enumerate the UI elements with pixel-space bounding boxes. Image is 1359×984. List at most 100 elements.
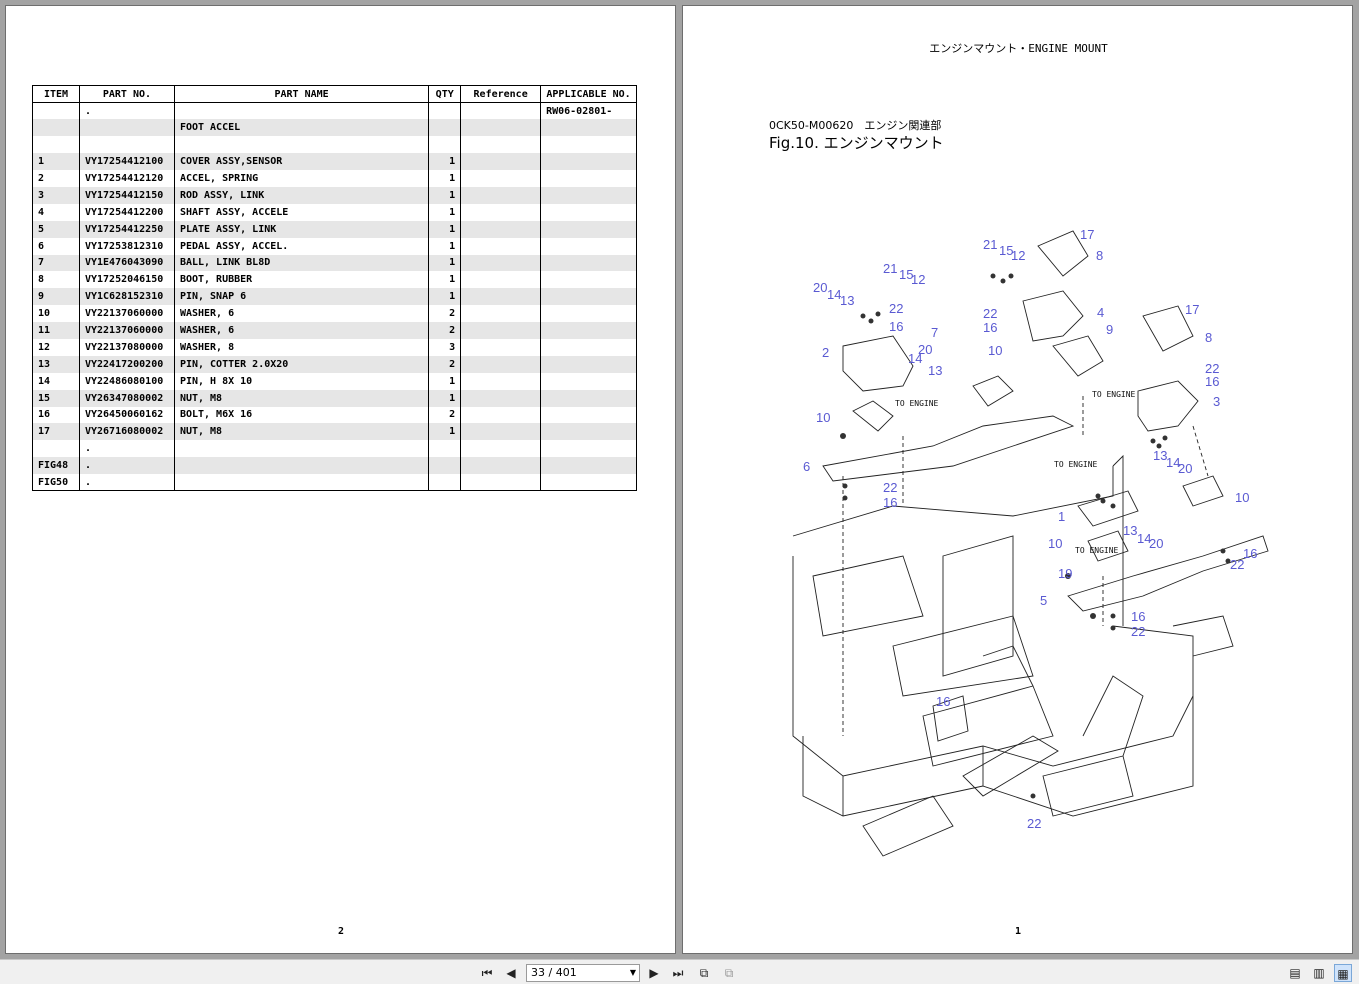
callout-label: 9: [1106, 322, 1113, 337]
table-cell: 9: [32, 288, 80, 306]
table-cell: [540, 254, 637, 272]
last-page-icon[interactable]: ⏭: [672, 966, 684, 980]
callout-label: 14: [908, 351, 922, 366]
callout-label: 22: [883, 480, 897, 495]
table-cell: [32, 119, 80, 137]
next-page-icon[interactable]: ▶: [649, 966, 659, 980]
table-cell: 13: [32, 355, 80, 373]
table-cell: 4: [32, 203, 80, 221]
callout-label: 20: [1149, 536, 1163, 551]
figure-code: 0CK50-M00620 エンジン関連部: [769, 119, 942, 132]
callout-label: 22: [983, 306, 997, 321]
table-row: FOOT ACCEL: [32, 119, 637, 137]
table-cell: VY17254412200: [78, 203, 175, 221]
table-cell: WASHER, 6: [173, 305, 430, 323]
table-cell: [460, 355, 542, 373]
table-cell: 1: [32, 153, 80, 171]
table-cell: [540, 305, 637, 323]
callout-label: 22: [889, 301, 903, 316]
table-cell: [540, 406, 637, 424]
table-cell: 1: [428, 271, 462, 289]
table-cell: [460, 220, 542, 238]
table-cell: BOOT, RUBBER: [173, 271, 430, 289]
table-cell: 2: [428, 406, 462, 424]
table-cell: [460, 338, 542, 356]
callout-label: TO ENGINE: [1092, 390, 1136, 399]
callout-label: 13: [840, 293, 854, 308]
callout-label: 12: [911, 272, 925, 287]
table-cell: [460, 406, 542, 424]
table-cell: VY26716080002: [78, 423, 175, 441]
callout-label: TO ENGINE: [1075, 546, 1119, 555]
callout-label: 16: [936, 694, 950, 709]
table-cell: 2: [32, 170, 80, 187]
table-cell: [540, 288, 637, 306]
callout-label: 13: [1123, 523, 1137, 538]
column-header: ITEM: [32, 85, 80, 103]
callout-label: 10: [816, 410, 830, 425]
table-cell: WASHER, 6: [173, 322, 430, 339]
table-cell: [460, 153, 542, 171]
table-cell: PEDAL ASSY, ACCEL.: [173, 237, 430, 255]
table-cell: ROD ASSY, LINK: [173, 186, 430, 204]
table-cell: ACCEL, SPRING: [173, 170, 430, 187]
table-cell: 1: [428, 423, 462, 441]
table-cell: [540, 271, 637, 289]
table-cell: 16: [32, 406, 80, 424]
table-cell: [460, 305, 542, 323]
table-cell: .: [78, 440, 175, 458]
two-page-view-icon[interactable]: ▦: [1334, 964, 1352, 982]
table-cell: 6: [32, 237, 80, 255]
back-view-icon[interactable]: ⧉: [699, 966, 709, 980]
single-page-view-icon[interactable]: ▤: [1289, 966, 1301, 980]
table-cell: 11: [32, 322, 80, 339]
table-cell: SHAFT ASSY, ACCELE: [173, 203, 430, 221]
table-cell: 2: [428, 322, 462, 339]
page-indicator: 33 / 401: [531, 966, 577, 979]
table-cell: [32, 440, 80, 458]
table-cell: 15: [32, 389, 80, 407]
table-cell: VY26450060162: [78, 406, 175, 424]
continuous-view-icon[interactable]: ▥: [1313, 966, 1325, 980]
table-cell: [460, 457, 542, 475]
table-cell: [460, 271, 542, 289]
table-cell: [460, 423, 542, 441]
table-cell: PIN, SNAP 6: [173, 288, 430, 306]
table-cell: 3: [428, 338, 462, 356]
callout-label: 3: [1213, 394, 1220, 409]
table-cell: 7: [32, 254, 80, 272]
callout-label: 16: [889, 319, 903, 334]
callout-label: 16: [1205, 374, 1219, 389]
table-cell: 3: [32, 186, 80, 204]
table-cell: [540, 220, 637, 238]
callout-label: 16: [1243, 546, 1257, 561]
table-cell: [540, 153, 637, 171]
callout-label: 22: [1230, 557, 1244, 572]
table-cell: [32, 102, 80, 120]
table-cell: FIG48: [32, 457, 80, 475]
table-cell: 1: [428, 372, 462, 390]
table-cell: [540, 423, 637, 441]
table-cell: [540, 322, 637, 339]
table-cell: .: [78, 474, 175, 492]
page-selector[interactable]: 33 / 401 ▼: [526, 964, 640, 982]
callout-label: 20: [1178, 461, 1192, 476]
callout-label: 15: [999, 243, 1013, 258]
callout-label: 14: [1166, 455, 1180, 470]
callout-label: TO ENGINE: [1054, 460, 1098, 469]
prev-page-icon[interactable]: ◀: [506, 966, 516, 980]
callout-label: 1: [1058, 509, 1065, 524]
first-page-icon[interactable]: ⏮: [481, 966, 493, 980]
forward-view-icon[interactable]: ⧉: [724, 966, 734, 980]
table-cell: [173, 440, 430, 458]
table-row: .: [32, 440, 637, 458]
